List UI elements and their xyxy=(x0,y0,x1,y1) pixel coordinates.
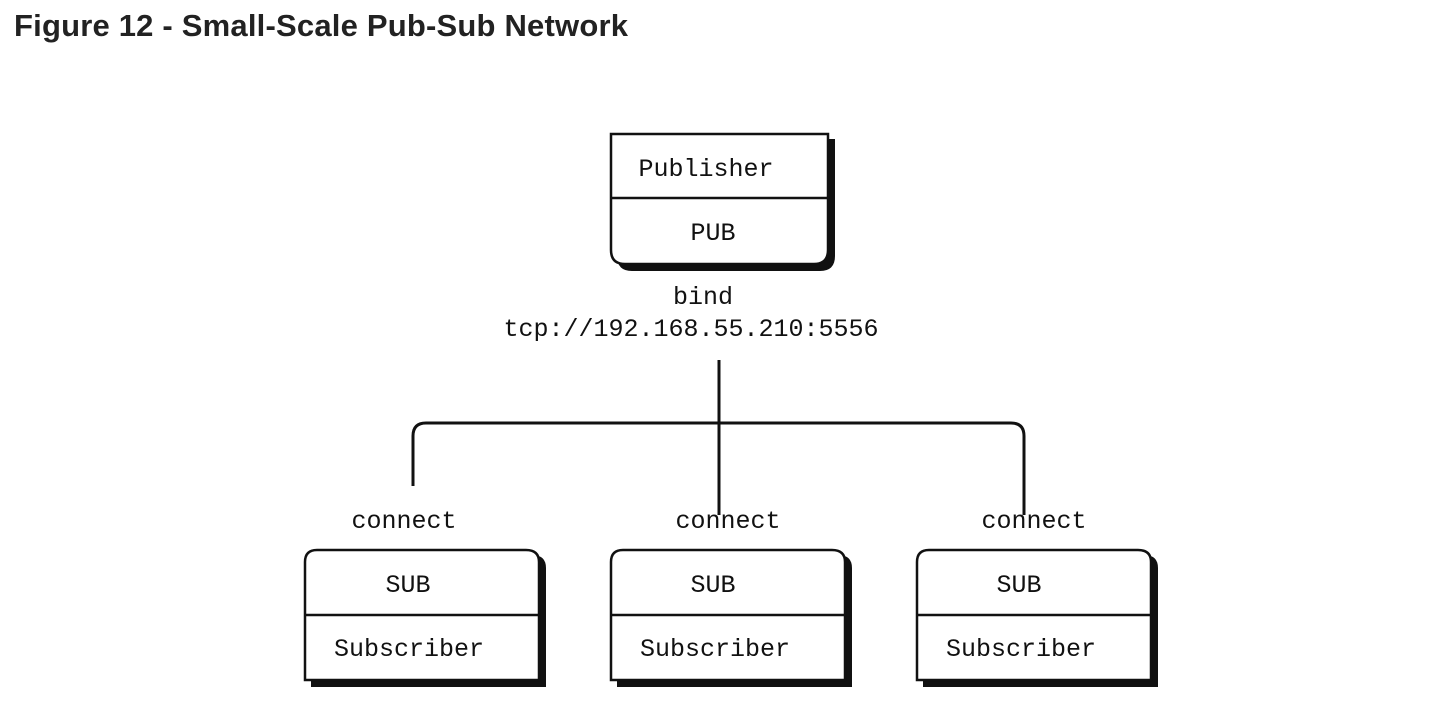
publisher-socket: PUB xyxy=(690,219,735,248)
subscriber-name: Subscriber xyxy=(334,635,484,664)
subscriber-socket: SUB xyxy=(690,571,735,600)
subscriber-node-3: SUB Subscriber xyxy=(915,548,1158,687)
branch-line xyxy=(411,421,1026,515)
bind-label: bind xyxy=(673,283,733,312)
connect-label-1: connect xyxy=(351,507,456,536)
subscriber-socket: SUB xyxy=(996,571,1041,600)
endpoint-label: tcp://192.168.55.210:5556 xyxy=(503,315,878,344)
connect-label-3: connect xyxy=(981,507,1086,536)
connection-lines xyxy=(411,360,1026,515)
subscriber-name: Subscriber xyxy=(946,635,1096,664)
figure-title: Figure 12 - Small-Scale Pub-Sub Network xyxy=(14,8,629,43)
subscriber-name: Subscriber xyxy=(640,635,790,664)
subscriber-node-1: SUB Subscriber xyxy=(303,548,546,687)
subscriber-node-2: SUB Subscriber xyxy=(609,548,852,687)
publisher-name: Publisher xyxy=(638,155,773,184)
subscriber-socket: SUB xyxy=(385,571,430,600)
connect-label-2: connect xyxy=(675,507,780,536)
publisher-node: Publisher PUB xyxy=(609,132,835,271)
